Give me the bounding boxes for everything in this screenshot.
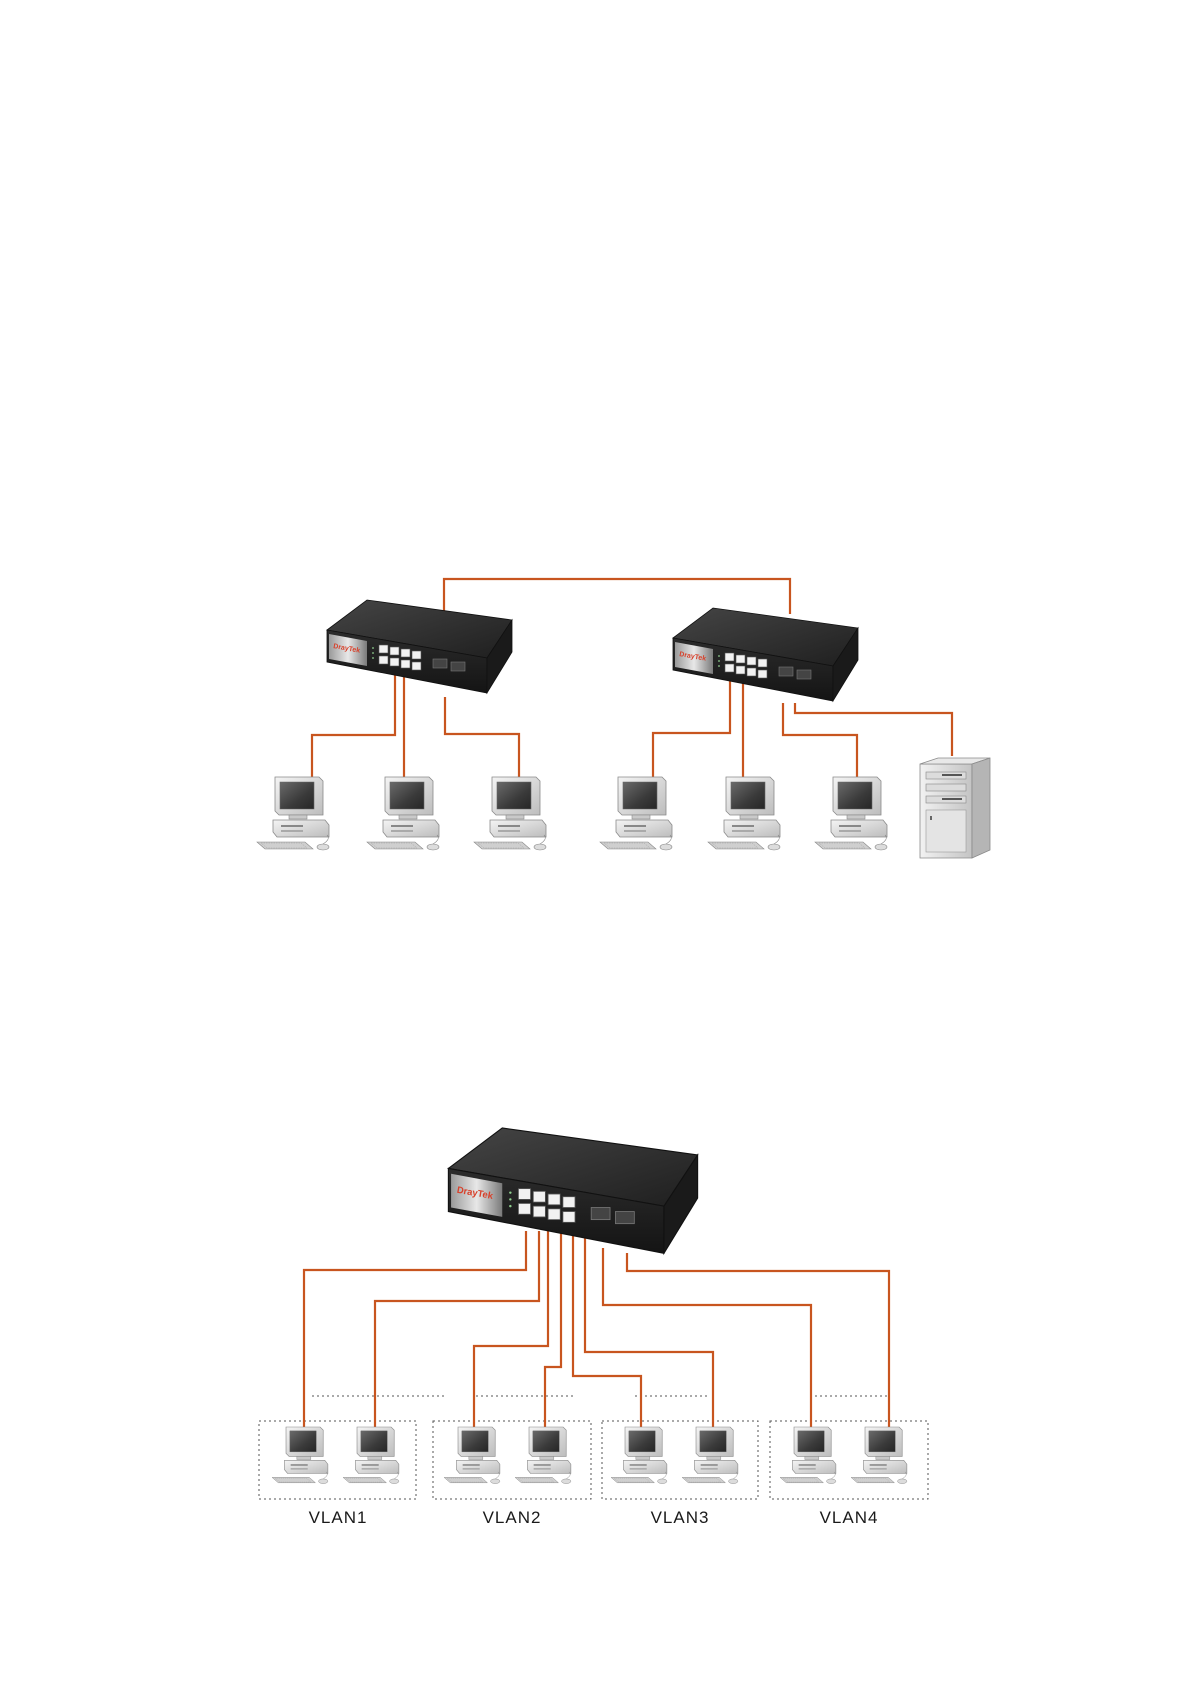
pc-1-icon [257,777,329,850]
vlan1-pc-1-icon [272,1427,328,1484]
vlan4-label: VLAN4 [789,1508,909,1528]
cable-vlan4-pc-1 [603,1248,811,1433]
cable-switch-b-server-1 [795,703,952,756]
vlan2-pc-2-icon [515,1427,571,1484]
vlan1-pc-2-icon [343,1427,399,1484]
vlan4-pc-2-icon [851,1427,907,1484]
diagram2-cables [304,1231,889,1433]
vlan4-box [770,1421,928,1499]
pc-2-icon [367,777,439,850]
cable-switch-a-pc-3 [445,697,519,778]
cable-vlan2-pc-1 [474,1231,548,1433]
pc-5-icon [708,777,780,850]
vlan2-box [433,1421,591,1499]
pc-4-icon [600,777,672,850]
cable-switch-a-pc-1 [312,674,395,778]
cable-vlan1-pc-2 [375,1231,539,1433]
vlan2-label: VLAN2 [452,1508,572,1528]
cable-vlan3-pc-2 [585,1231,713,1433]
switch-c-icon [448,1128,697,1253]
cable-vlan3-pc-1 [573,1231,641,1433]
server-1-icon [920,758,990,858]
pc-3-icon [474,777,546,850]
cable-switch-b-pc-4 [653,680,730,778]
cable-switch-a-switch-b [444,579,790,614]
cable-vlan1-pc-1 [304,1231,526,1433]
switch-b-icon [673,608,858,701]
vlan1-label: VLAN1 [278,1508,398,1528]
vlan3-pc-1-icon [611,1427,667,1484]
switch-a-icon [327,600,512,693]
pc-6-icon [815,777,887,850]
vlan3-label: VLAN3 [620,1508,740,1528]
vlan4-pc-1-icon [780,1427,836,1484]
vlan2-pc-1-icon [444,1427,500,1484]
cable-vlan4-pc-2 [627,1253,889,1433]
cable-switch-b-pc-6 [783,703,857,778]
vlan3-pc-2-icon [682,1427,738,1484]
